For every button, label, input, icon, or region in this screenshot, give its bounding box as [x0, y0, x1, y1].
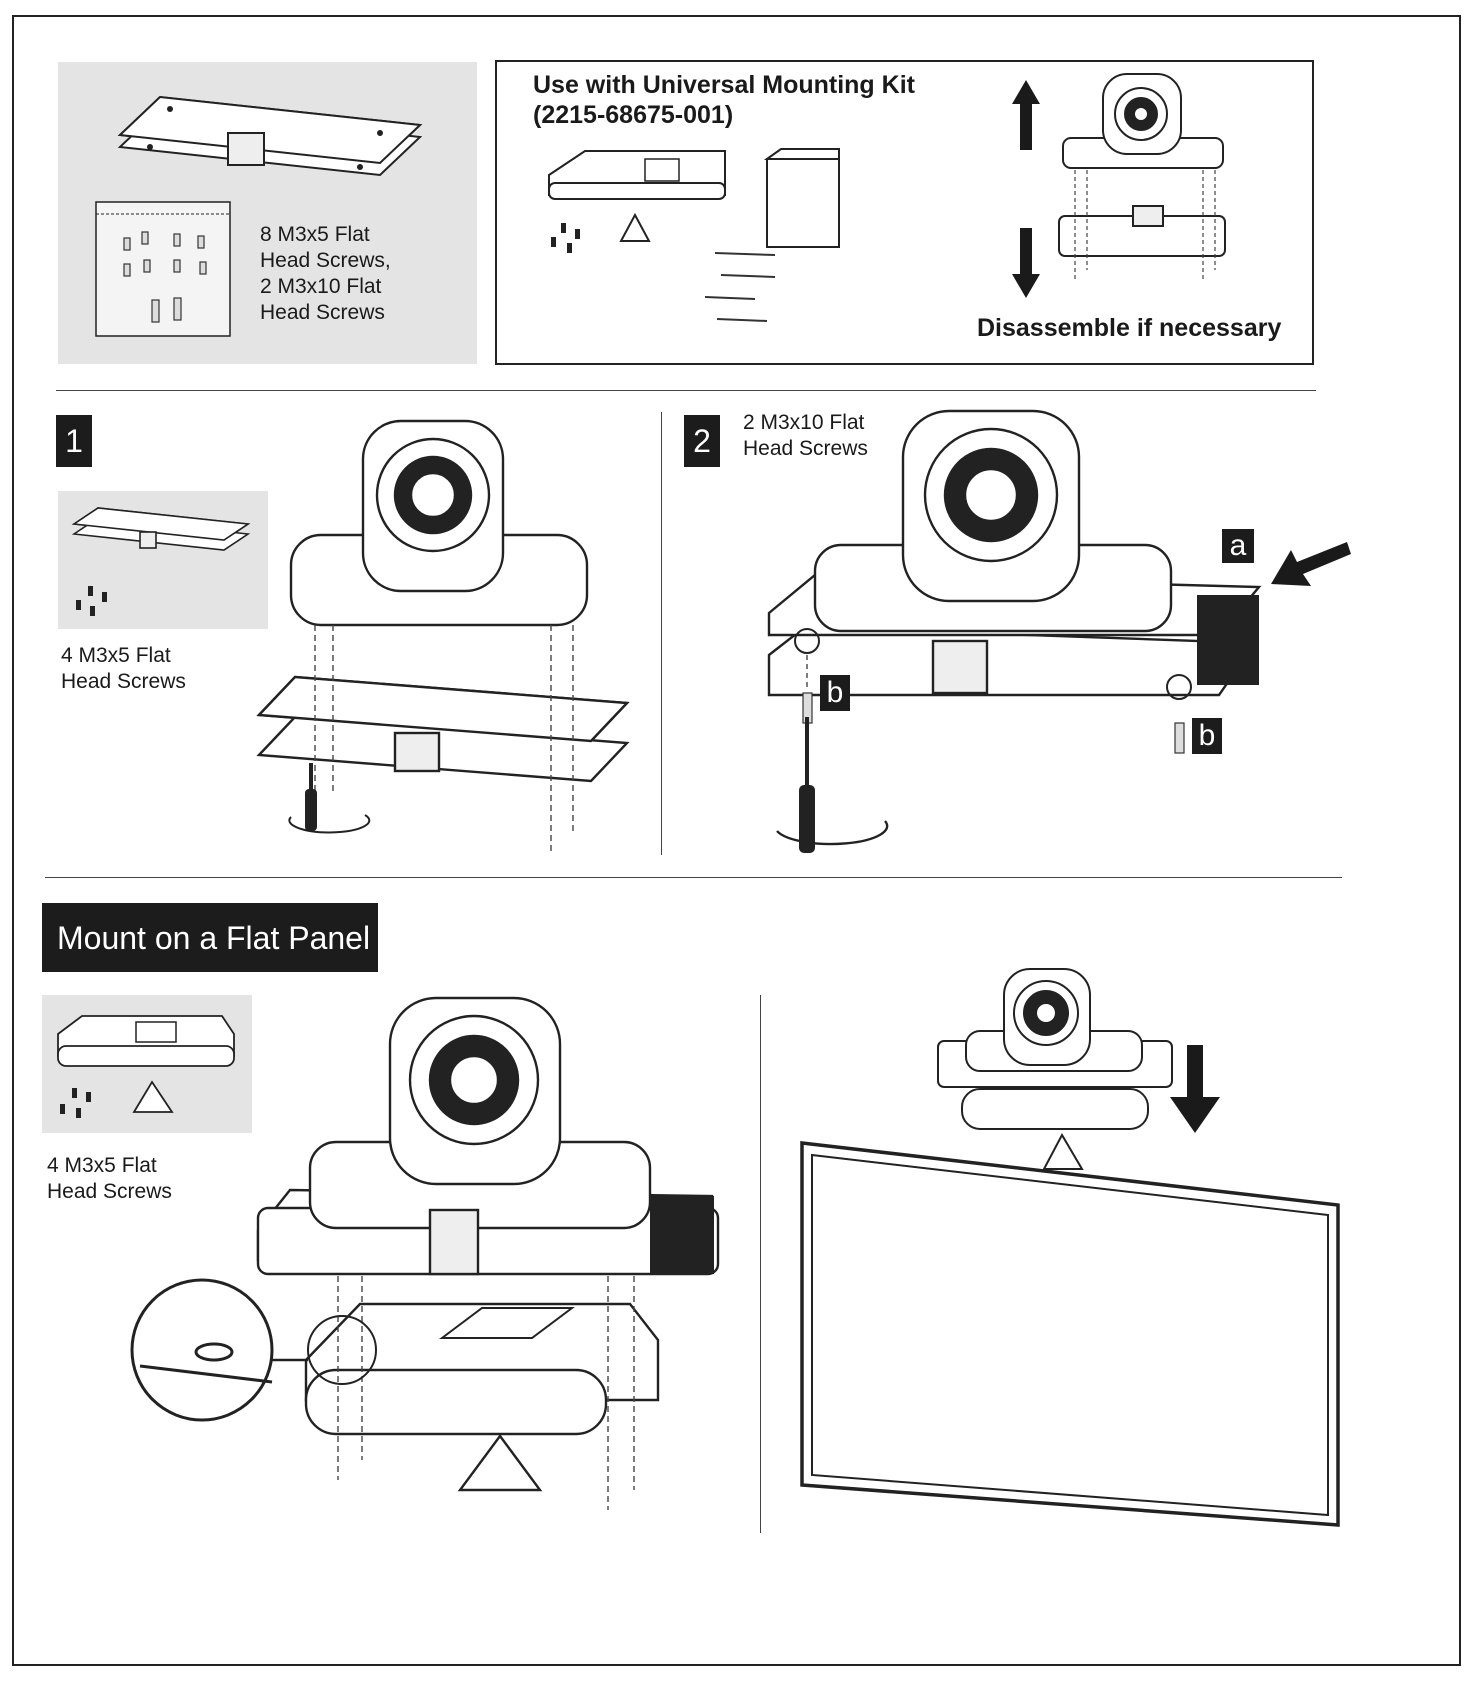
page-frame — [12, 15, 1461, 1666]
screw-bag-illustration — [95, 201, 231, 337]
callout-b-left: b — [820, 675, 850, 711]
divider-bottom-columns — [760, 995, 761, 1533]
callout-a: a — [1222, 529, 1254, 563]
divider-step-columns — [661, 412, 662, 855]
flat-panel-heading-text: Mount on a Flat Panel — [57, 920, 371, 956]
step-2-camera-assembly-illustration — [767, 409, 1262, 853]
kit-screws-label: 8 M3x5 Flat Head Screws, 2 M3x10 Flat He… — [260, 223, 391, 324]
disassemble-label: Disassemble if necessary — [977, 314, 1282, 342]
step-2-screws-label: 2 M3x10 Flat Head Screws — [743, 411, 868, 460]
flat-panel-parts-illustration — [57, 1015, 235, 1118]
step-1-camera-assembly-illustration — [256, 419, 630, 855]
rotate-arrow-icon — [288, 814, 371, 834]
screwdriver-icon — [305, 763, 317, 831]
mounting-plates-illustration — [117, 95, 423, 177]
step-1-screws-label: 4 M3x5 Flat Head Screws — [61, 644, 186, 693]
flat-panel-screws-label: 4 M3x5 Flat Head Screws — [47, 1154, 172, 1203]
universal-bracket-illustration — [548, 148, 840, 322]
universal-kit-title: Use with Universal Mounting Kit (2215-68… — [533, 71, 915, 129]
rotate-arrow-icon — [776, 820, 889, 846]
flat-panel-heading: Mount on a Flat Panel — [42, 903, 378, 972]
flat-panel-camera-assembly-illustration — [130, 996, 720, 1510]
zoom-detail-circle — [130, 1278, 274, 1422]
step-1-badge: 1 — [56, 415, 92, 467]
callout-b-right: b — [1192, 718, 1222, 754]
divider-top — [56, 390, 1316, 391]
flat-panel-display-illustration — [800, 968, 1340, 1527]
screwdriver-icon — [799, 717, 815, 853]
arrow-up-icon — [1012, 80, 1040, 150]
divider-middle — [45, 877, 1342, 878]
disassemble-camera-illustration — [1058, 73, 1226, 280]
arrow-down-icon — [1012, 228, 1040, 298]
step-2-badge: 2 — [684, 415, 720, 467]
arrow-left-icon — [1271, 542, 1351, 586]
step-1-parts-illustration — [71, 507, 251, 616]
arrow-down-icon — [1170, 1045, 1220, 1133]
